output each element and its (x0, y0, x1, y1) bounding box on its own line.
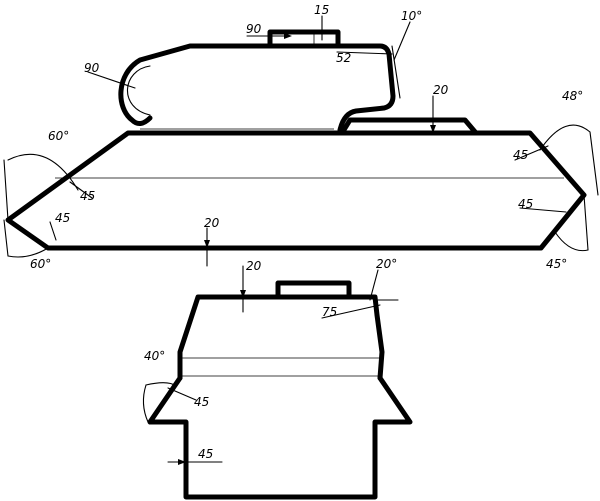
label-bottom: 20 (204, 216, 220, 230)
leader-turret-front (87, 71, 136, 89)
rear-lower-angle-arc (554, 231, 589, 252)
front-hull-outline (147, 375, 413, 500)
front-ref-line-top (3, 159, 9, 221)
leader-front-turret-angle (369, 269, 379, 301)
gun-mantlet (126, 65, 151, 116)
leader-front-hull-side (167, 387, 197, 401)
hull-side-angle-arc (142, 384, 149, 423)
rear-ref-line-top (589, 131, 599, 196)
label-front-lower: 45 (55, 211, 70, 225)
hull-outline (5, 130, 587, 251)
label-front-lower-side: 45 (198, 447, 213, 461)
arrow-roof-90 (284, 33, 292, 39)
leader-front-upper-45 (69, 181, 93, 199)
arrow-bottom (204, 240, 210, 248)
leader-rear-upper-45 (514, 145, 549, 161)
label-hull-roof: 20 (433, 83, 449, 97)
rear-upper-angle-arc (539, 124, 591, 151)
label-front-turret-angle: 20° (376, 257, 397, 271)
label-turret-roof-front: 90 (246, 22, 262, 36)
arrow-hull-roof (430, 125, 436, 133)
turret-rear-ref (391, 45, 401, 99)
front-view: 20 20° 75 40° 45 45 (142, 257, 413, 500)
leader-front-lower-45 (49, 221, 57, 241)
label-rear-lower-angle: 45° (546, 257, 567, 271)
engine-deck-hatch (339, 117, 479, 136)
leader-rear-lower-45 (519, 207, 567, 213)
label-front-turret-roof: 20 (246, 259, 262, 273)
front-lower-angle-arc (7, 247, 49, 258)
label-front-hull-side: 45 (194, 395, 209, 409)
label-front-turret-side: 75 (322, 305, 337, 319)
turret-outline (118, 43, 396, 133)
label-rear-upper-angle: 48° (562, 89, 583, 103)
label-front-lower-angle: 60° (30, 257, 51, 271)
label-turret-roof: 15 (314, 3, 329, 17)
hull-side-angle-arc-2 (145, 382, 177, 387)
commander-cupola (267, 29, 341, 49)
leader-turret-rear-52 (336, 51, 393, 55)
label-front-upper-angle: 60° (48, 129, 69, 143)
label-rear-upper: 45 (513, 148, 528, 162)
label-front-upper: 45 (80, 189, 95, 203)
rear-ref-line-bottom (583, 194, 589, 251)
label-rear-lower: 45 (518, 197, 533, 211)
leader-front-turret-side (321, 304, 381, 319)
label-turret-rear: 52 (336, 51, 351, 65)
arrow-front-roof (240, 290, 246, 298)
label-turret-rear-angle: 10° (401, 9, 422, 23)
side-view: 90 15 90 10° 52 20 48° 45 45 45° 20 60° … (3, 3, 599, 271)
leader-turret-rear-angle (393, 21, 411, 61)
front-turret-outline (177, 294, 385, 381)
label-turret-front: 90 (84, 61, 100, 75)
arrow-front-lower-side (178, 459, 186, 465)
label-front-hull-angle: 40° (144, 349, 165, 363)
front-upper-angle-arc (7, 153, 79, 191)
front-ref-line-bottom (3, 219, 9, 257)
front-cupola (275, 280, 352, 300)
